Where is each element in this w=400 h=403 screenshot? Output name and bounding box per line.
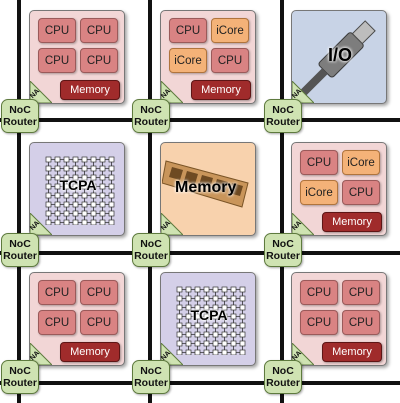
cpu-block: CPU <box>211 48 249 73</box>
network-adapter-icon <box>161 343 183 365</box>
network-adapter-icon <box>30 343 52 365</box>
cpu-block: CPU <box>342 310 380 335</box>
io-tile-label: I/O <box>328 45 353 65</box>
cpu-block: CPU <box>38 48 76 73</box>
cpu-block: CPU <box>38 310 76 335</box>
memory-block: Memory <box>191 80 251 100</box>
memory-block: Memory <box>322 342 382 362</box>
cpu-block: CPU <box>300 310 338 335</box>
router-label-line1: NoC <box>9 365 31 377</box>
memory-tile-label: Memory <box>175 179 237 196</box>
interconnect-horizontal-1 <box>0 251 400 255</box>
cpu-block: CPU <box>342 180 380 205</box>
cpu-block: CPU <box>80 48 118 73</box>
router-label-line1: NoC <box>9 104 31 116</box>
router-label-line2: Router <box>3 116 37 128</box>
tcpa-label: TCPA <box>59 177 97 193</box>
cpu-block: CPU <box>300 150 338 175</box>
cpu-block: CPU <box>80 280 118 305</box>
router-label-line1: NoC <box>272 365 294 377</box>
router-label-line1: NoC <box>9 238 31 250</box>
router-label-line2: Router <box>266 377 300 389</box>
router-label-line2: Router <box>134 116 168 128</box>
cpu-block: CPU <box>342 280 380 305</box>
router-label-line2: Router <box>3 250 37 262</box>
icore-block: iCore <box>300 180 338 205</box>
network-adapter-icon <box>292 343 314 365</box>
memory-block: Memory <box>60 80 120 100</box>
processor-array-grid <box>45 156 115 225</box>
router-label-line1: NoC <box>272 238 294 250</box>
interconnect-vertical-1 <box>148 0 152 403</box>
router-label-line2: Router <box>134 377 168 389</box>
network-adapter-icon <box>161 81 183 103</box>
network-adapter-icon <box>292 81 314 103</box>
router-label-line1: NoC <box>140 238 162 250</box>
cpu-block: CPU <box>300 280 338 305</box>
router-label-line1: NoC <box>140 104 162 116</box>
router-label-line1: NoC <box>140 365 162 377</box>
cpu-block: CPU <box>80 310 118 335</box>
icore-block: iCore <box>342 150 380 175</box>
router-label-line2: Router <box>266 116 300 128</box>
router-label-line1: NoC <box>272 104 294 116</box>
network-adapter-icon <box>30 213 52 235</box>
cpu-block: CPU <box>38 18 76 43</box>
interconnect-vertical-0 <box>17 0 21 403</box>
memory-module-icon <box>162 160 249 208</box>
memory-block: Memory <box>60 342 120 362</box>
tcpa-label: TCPA <box>190 307 228 323</box>
cpu-block: CPU <box>169 18 207 43</box>
cpu-block: CPU <box>80 18 118 43</box>
network-adapter-icon <box>30 81 52 103</box>
processor-array-grid <box>176 286 246 355</box>
router-label-line2: Router <box>134 250 168 262</box>
network-adapter-icon <box>161 213 183 235</box>
memory-block: Memory <box>322 212 382 232</box>
interconnect-horizontal-0 <box>0 118 400 122</box>
router-label-line2: Router <box>266 250 300 262</box>
router-label-line2: Router <box>3 377 37 389</box>
icore-block: iCore <box>211 18 249 43</box>
interconnect-horizontal-2 <box>0 381 400 385</box>
icore-block: iCore <box>169 48 207 73</box>
cpu-block: CPU <box>38 280 76 305</box>
interconnect-vertical-2 <box>280 0 284 403</box>
network-adapter-icon <box>292 213 314 235</box>
